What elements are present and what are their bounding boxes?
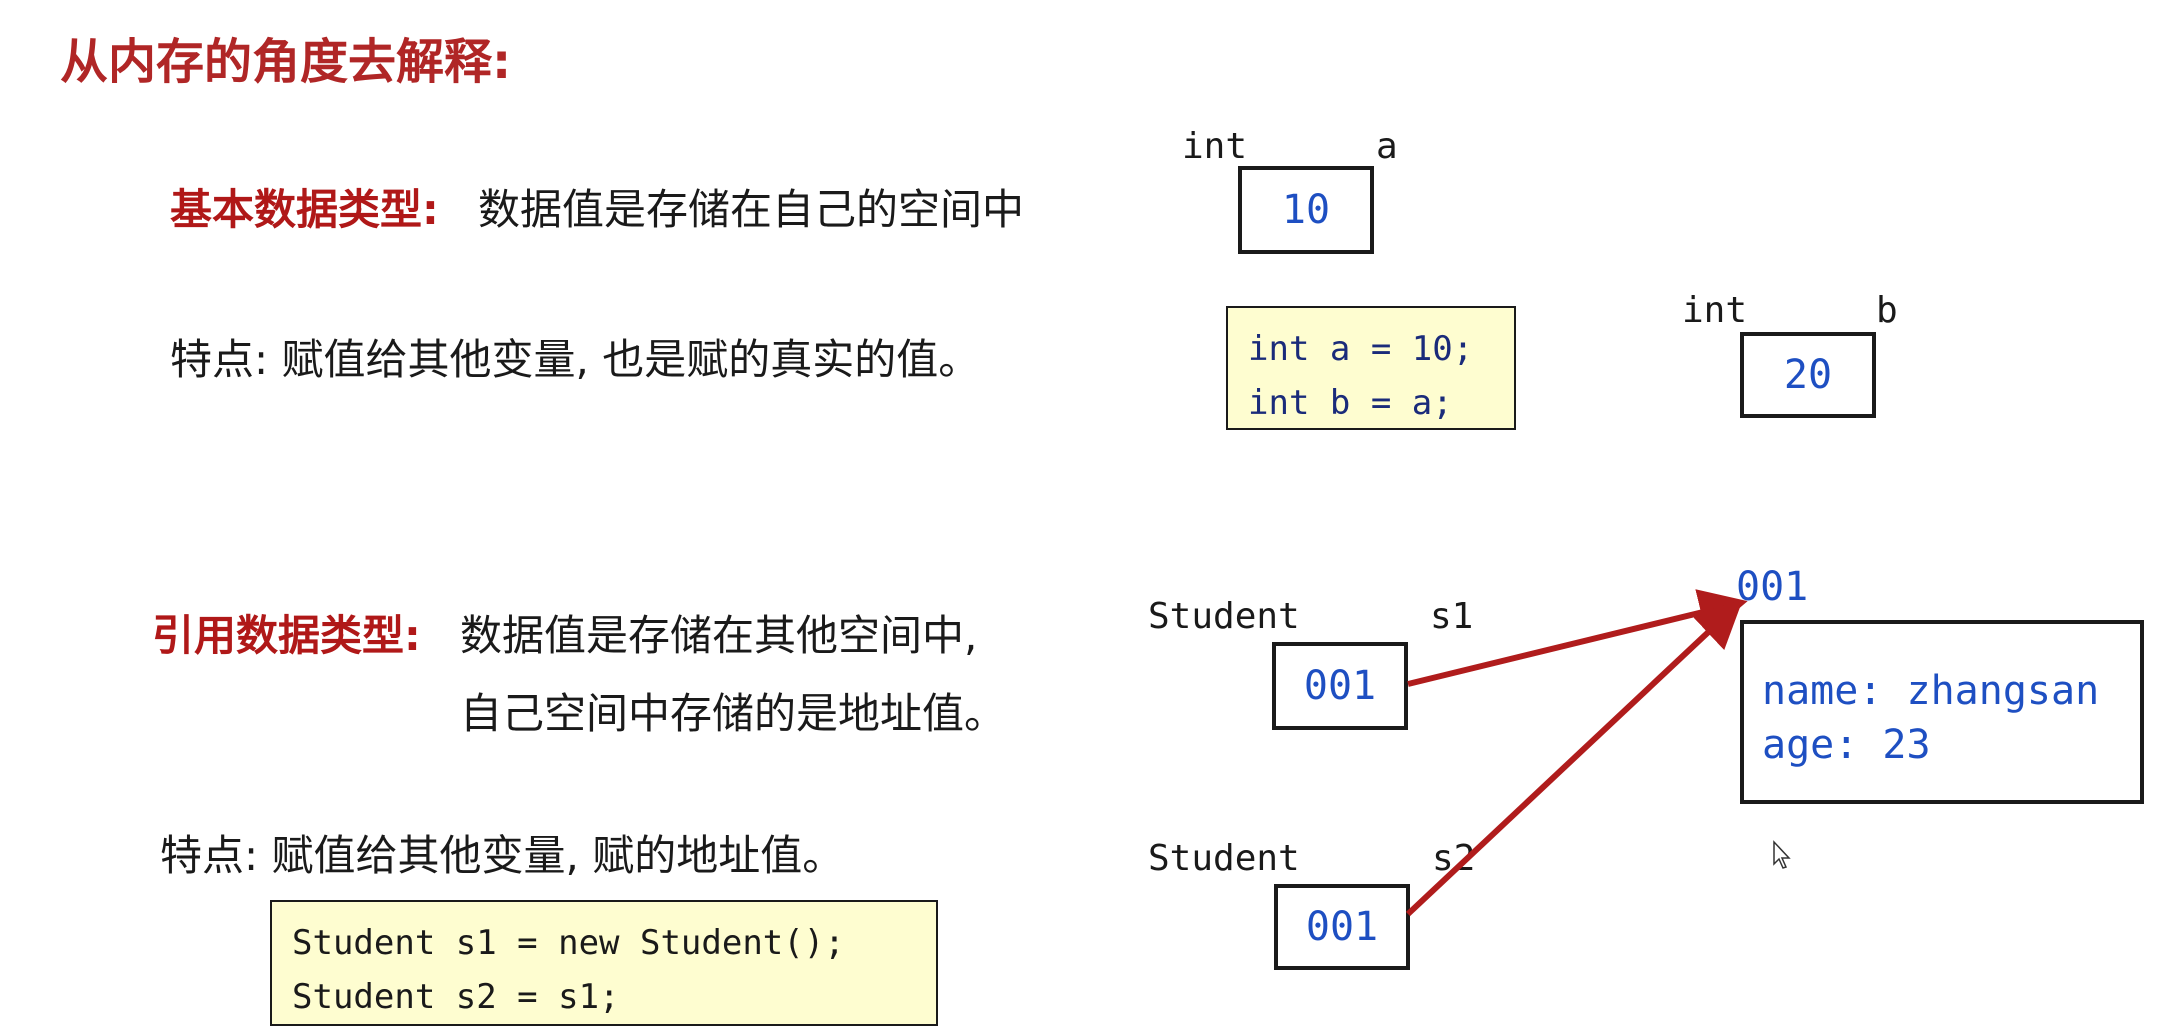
var-s1-name-label: s1 (1430, 596, 1474, 637)
student-object-box: name: zhangsan age: 23 (1740, 620, 2144, 804)
reference-code-box: Student s1 = new Student(); Student s2 =… (270, 900, 938, 1026)
code-line: Student s1 = new Student(); (292, 923, 845, 963)
var-a-memory-cell: 10 (1238, 166, 1374, 254)
var-s1-memory-cell: 001 (1272, 642, 1408, 730)
page-title: 从内存的角度去解释: (60, 34, 512, 90)
reference-type-description-line1: 数据值是存储在其他空间中, (460, 611, 978, 660)
s1-to-object-arrow (1407, 589, 1748, 687)
var-b-value: 20 (1783, 352, 1833, 398)
var-a-value: 10 (1281, 187, 1331, 233)
basic-type-feature: 特点: 赋值给其他变量, 也是赋的真实的值。 (170, 335, 981, 384)
reference-type-description-line2: 自己空间中存储的是地址值。 (460, 689, 1007, 738)
var-s2-value: 001 (1305, 904, 1379, 950)
code-line: int b = a; (1248, 383, 1453, 423)
var-s1-value: 001 (1303, 663, 1377, 709)
var-s2-type-label: Student (1148, 838, 1300, 879)
reference-type-heading: 引用数据类型: (152, 611, 421, 660)
basic-type-description: 数据值是存储在自己的空间中 (478, 185, 1025, 234)
var-a-type-label: int (1182, 126, 1248, 167)
object-address-label: 001 (1736, 564, 1809, 610)
code-line: Student s2 = s1; (292, 977, 620, 1017)
mouse-cursor-icon (1773, 840, 1791, 869)
var-b-name-label: b (1876, 290, 1898, 331)
var-b-type-label: int (1682, 290, 1748, 331)
var-a-name-label: a (1376, 126, 1398, 167)
basic-code-box: int a = 10; int b = a; (1226, 306, 1516, 430)
code-line: int a = 10; (1248, 329, 1474, 369)
object-field-name: name: zhangsan (1762, 668, 2100, 714)
var-b-memory-cell: 20 (1740, 332, 1876, 418)
reference-type-feature: 特点: 赋值给其他变量, 赋的地址值。 (160, 831, 845, 880)
object-field-age: age: 23 (1762, 722, 1931, 768)
var-s2-memory-cell: 001 (1274, 884, 1410, 970)
s2-to-object-arrow (1405, 599, 1743, 917)
basic-type-heading: 基本数据类型: (170, 185, 439, 234)
var-s1-type-label: Student (1148, 596, 1300, 637)
